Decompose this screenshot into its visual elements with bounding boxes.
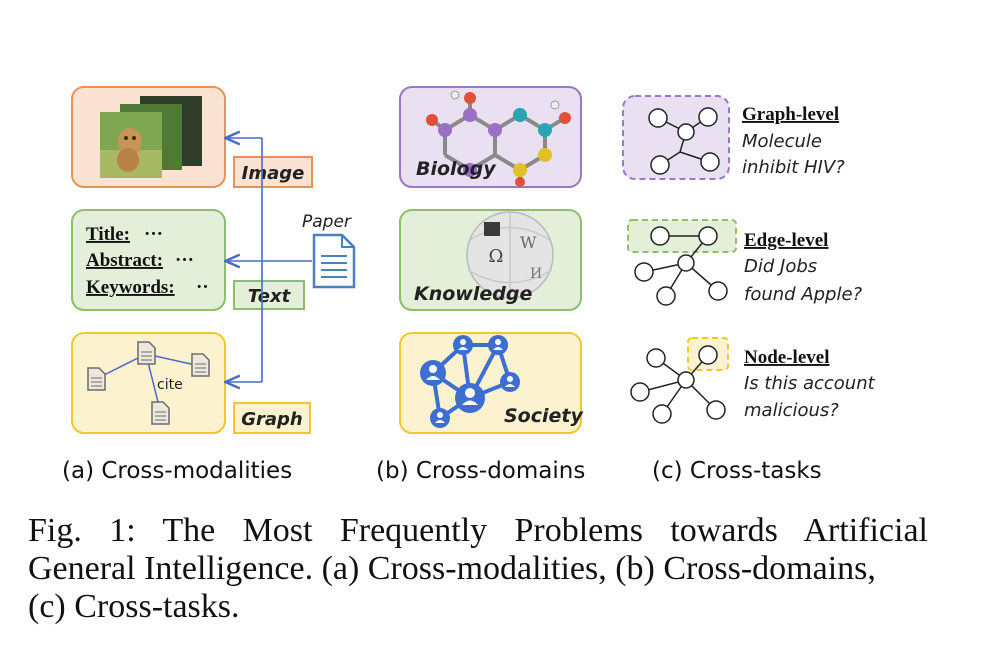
society-label: Society (504, 405, 584, 427)
graph-level-question-2: inhibit HIV? (742, 157, 845, 178)
dog-photo (100, 112, 162, 178)
biology-domain-panel: Biology (399, 86, 582, 188)
subtitle-cross-tasks: (c) Cross-tasks (652, 458, 822, 484)
title-field: Title: (86, 224, 130, 245)
graph-icon (630, 345, 726, 424)
text-label: Text (248, 286, 292, 307)
graph-level-question-1: Molecule (742, 131, 822, 152)
node-level-task: Node-level Is this account malicious? (630, 337, 876, 424)
graph-label-box: Graph (233, 402, 311, 434)
text-label-box: Text (233, 280, 305, 310)
caption-line-1: Fig. 1: The Most Frequently Problems tow… (28, 512, 928, 549)
keywords-field: Keywords: (86, 277, 175, 298)
knowledge-domain-panel: Ω W И Knowledge (399, 209, 582, 311)
molecule-atoms (426, 90, 571, 187)
document-icon (87, 367, 106, 391)
biology-label: Biology (416, 158, 497, 180)
subtitle-cross-modalities: (a) Cross-modalities (62, 458, 292, 484)
figure-canvas: Image Title: ··· Abstract: ··· Keywords:… (62, 86, 876, 484)
node-level-question-1: Is this account (744, 373, 876, 394)
knowledge-label: Knowledge (414, 283, 532, 305)
graph-level-task: Graph-level Molecule inhibit HIV? (622, 95, 845, 180)
wikipedia-globe-icon: Ω W И (466, 211, 554, 299)
image-label-box: Image (233, 156, 313, 188)
cite-label: cite (157, 377, 183, 393)
paper-document-icon (312, 233, 356, 289)
person-nodes (420, 335, 520, 428)
keywords-ellipsis: ·· (196, 277, 209, 298)
abstract-field: Abstract: (86, 250, 163, 271)
caption-line-2: General Intelligence. (a) Cross-modaliti… (28, 550, 876, 587)
figure-caption: Fig. 1: The Most Frequently Problems tow… (28, 512, 928, 626)
svg-text:И: И (530, 266, 542, 282)
graph-modality-panel: cite (71, 332, 226, 434)
edge-level-task: Edge-level Did Jobs found Apple? (627, 219, 863, 306)
omega-glyph: Ω (489, 246, 504, 267)
title-ellipsis: ··· (144, 224, 163, 245)
document-icon (151, 401, 170, 425)
paper-label: Paper (302, 212, 352, 232)
graph-icon (648, 107, 720, 175)
svg-text:W: W (520, 233, 537, 252)
document-icon (191, 353, 210, 377)
edge-level-question-2: found Apple? (744, 284, 863, 305)
edge-level-title: Edge-level (744, 230, 828, 251)
abstract-ellipsis: ··· (175, 250, 194, 271)
graph-level-title: Graph-level (742, 104, 839, 125)
node-level-question-2: malicious? (744, 400, 839, 421)
graph-label: Graph (241, 409, 303, 430)
paper-connector-lines (227, 138, 312, 382)
subtitle-cross-domains: (b) Cross-domains (376, 458, 585, 484)
image-label: Image (242, 163, 305, 184)
edge-level-question-1: Did Jobs (744, 256, 817, 277)
caption-line-3: (c) Cross-tasks. (28, 588, 240, 625)
document-icon (137, 341, 156, 365)
image-modality-panel (71, 86, 226, 188)
text-modality-panel: Title: ··· Abstract: ··· Keywords: ·· (71, 209, 226, 311)
node-level-title: Node-level (744, 347, 829, 368)
graph-icon (634, 226, 728, 306)
society-domain-panel: Society (399, 332, 584, 434)
